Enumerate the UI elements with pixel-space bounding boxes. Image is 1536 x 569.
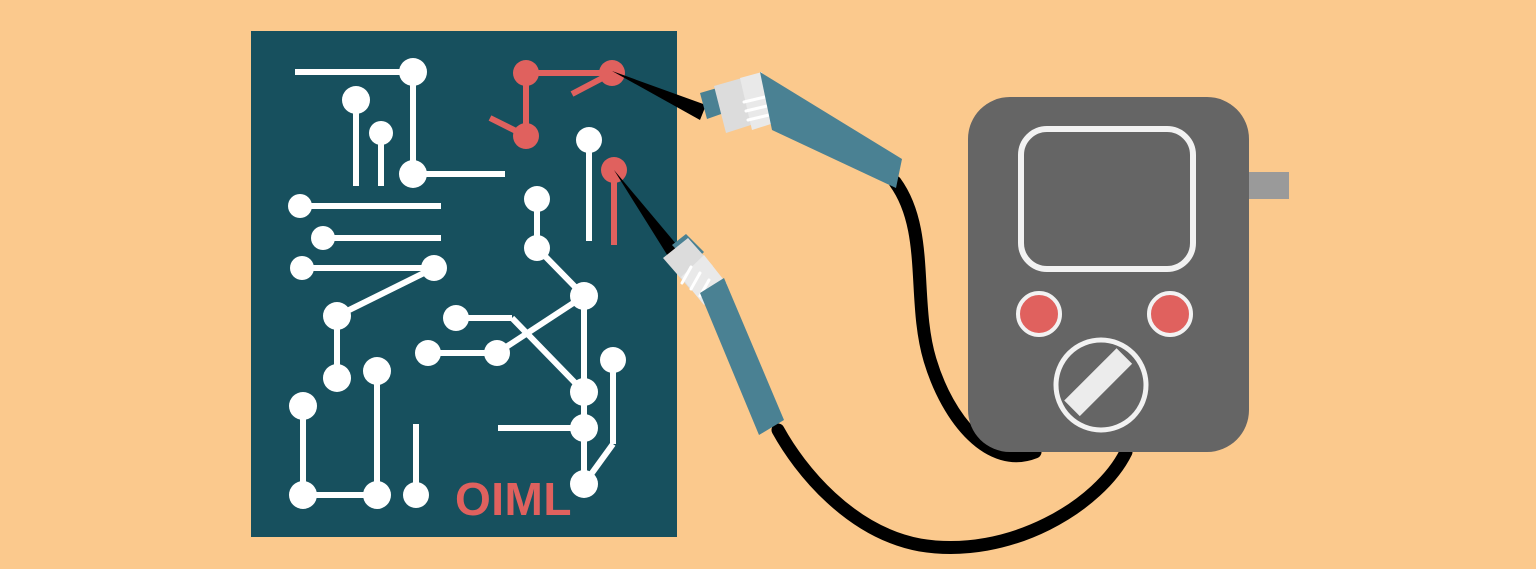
- pad: [570, 282, 598, 310]
- pad: [289, 481, 317, 509]
- pad: [524, 186, 550, 212]
- cable-lower-probe: [771, 423, 1133, 554]
- board-brand-label: OIML: [455, 473, 572, 525]
- pad-red: [599, 60, 625, 86]
- pad: [570, 414, 598, 442]
- pad: [576, 127, 602, 153]
- pad: [570, 470, 598, 498]
- board-substrate: [251, 31, 677, 537]
- pad: [399, 58, 427, 86]
- probe-upper-handle[interactable]: [760, 72, 902, 188]
- digital-multimeter[interactable]: [968, 97, 1289, 452]
- pad: [311, 226, 335, 250]
- printed-circuit-board: OIML: [251, 31, 677, 537]
- red-button-left[interactable]: [1016, 291, 1062, 337]
- pad: [399, 160, 427, 188]
- pad: [289, 392, 317, 420]
- pad: [415, 340, 441, 366]
- pad: [363, 481, 391, 509]
- red-button-right[interactable]: [1147, 291, 1193, 337]
- pad: [288, 194, 312, 218]
- pad: [484, 340, 510, 366]
- pad: [323, 302, 351, 330]
- dial-ring[interactable]: [1053, 337, 1149, 433]
- pad: [570, 378, 598, 406]
- cable-upper-probe: [888, 175, 1042, 463]
- pad: [403, 482, 429, 508]
- pad: [323, 364, 351, 392]
- pad: [369, 121, 393, 145]
- pad-red: [513, 60, 539, 86]
- rotary-selector-dial[interactable]: [1053, 337, 1149, 433]
- probe-lower-handle[interactable]: [700, 278, 784, 435]
- device-body[interactable]: [968, 97, 1249, 452]
- pad: [342, 86, 370, 114]
- board-pads-red: [513, 60, 627, 183]
- pad: [600, 347, 626, 373]
- test-probe-lower[interactable]: [614, 170, 784, 435]
- pad: [524, 235, 550, 261]
- board-pads-white: [288, 58, 626, 509]
- probe-upper-grip-ridges: [742, 95, 771, 122]
- probe-upper-needle: [612, 71, 706, 120]
- pad: [290, 256, 314, 280]
- test-probe-upper[interactable]: [612, 71, 902, 188]
- pad: [443, 305, 469, 331]
- pad: [363, 357, 391, 385]
- pad-red: [513, 123, 539, 149]
- probe-lower-needle: [614, 170, 682, 261]
- probe-cables: [771, 175, 1133, 554]
- pad: [421, 255, 447, 281]
- lcd-display[interactable]: [1018, 126, 1196, 272]
- dial-indicator: [1064, 348, 1133, 417]
